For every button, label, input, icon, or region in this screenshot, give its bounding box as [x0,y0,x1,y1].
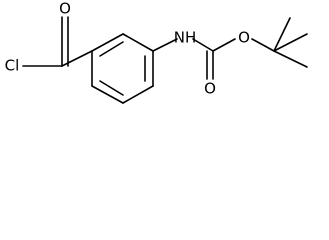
bond-tbu-methyl-1 [273,33,308,52]
ring-bond-1 [91,33,124,52]
chlorine-label: Cl [5,57,20,75]
ring-bond-2 [122,33,154,52]
nh-label: NH [174,29,197,47]
ring-bond-4 [122,85,154,104]
bond-tbu-methyl-3 [273,17,291,52]
ring-bond-5 [91,85,124,104]
bond-c-o-ester [212,38,236,52]
bond-ring-n [152,38,178,52]
carbonyl-oxygen-label: O [204,80,216,98]
bond-acyl-ring [61,50,93,67]
structure-diagram: Cl O NH O O [5,0,308,104]
bond-tbu-methyl-2 [273,50,308,68]
bond-o-c-quaternary [251,38,275,52]
molecule-drawing: Cl O NH O O [5,0,308,104]
ring-inner-bond-3 [99,80,124,96]
ester-oxygen-label: O [238,29,250,47]
acyl-oxygen-label: O [59,0,71,18]
bond-n-c [192,38,214,52]
ring-inner-bond-1 [99,41,124,57]
